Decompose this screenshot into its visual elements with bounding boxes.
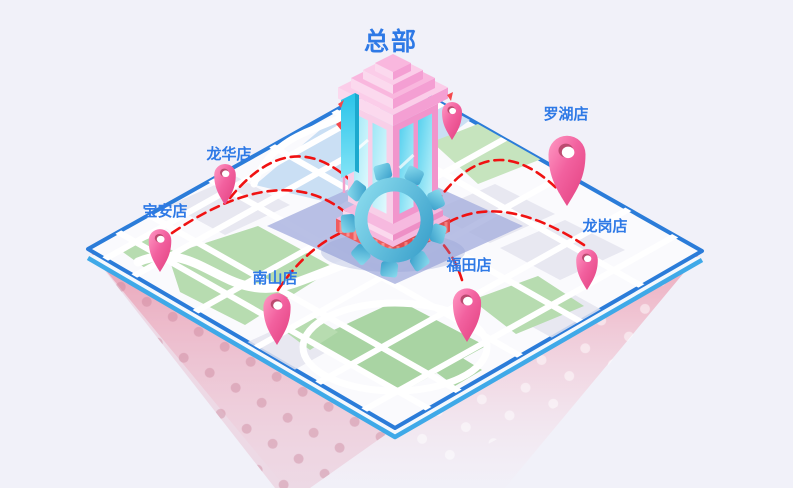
route-arc-luohu bbox=[436, 158, 568, 202]
store-label-nanshan: 南山店 bbox=[252, 269, 297, 287]
reflection-dots-left bbox=[88, 249, 395, 488]
route-arc-longhua bbox=[228, 155, 374, 206]
hq-sign bbox=[338, 93, 359, 193]
hq-roof bbox=[336, 54, 453, 130]
store-label-longgang: 龙岗店 bbox=[581, 217, 627, 235]
roof-accent bbox=[447, 92, 453, 101]
route-arc-futian bbox=[426, 228, 464, 282]
store-label-luohu: 罗湖店 bbox=[543, 105, 588, 123]
gear-icon bbox=[340, 162, 447, 278]
store-label-baoan: 宝安店 bbox=[142, 202, 187, 220]
hq-window bbox=[418, 113, 432, 205]
store-label-longhua: 龙华店 bbox=[205, 145, 251, 163]
store-label-futian: 福田店 bbox=[445, 256, 491, 274]
page-title: 总部 bbox=[364, 27, 418, 56]
store-labels: 罗湖店 龙华店 宝安店 龙岗店 南山店 福田店 bbox=[142, 105, 627, 287]
